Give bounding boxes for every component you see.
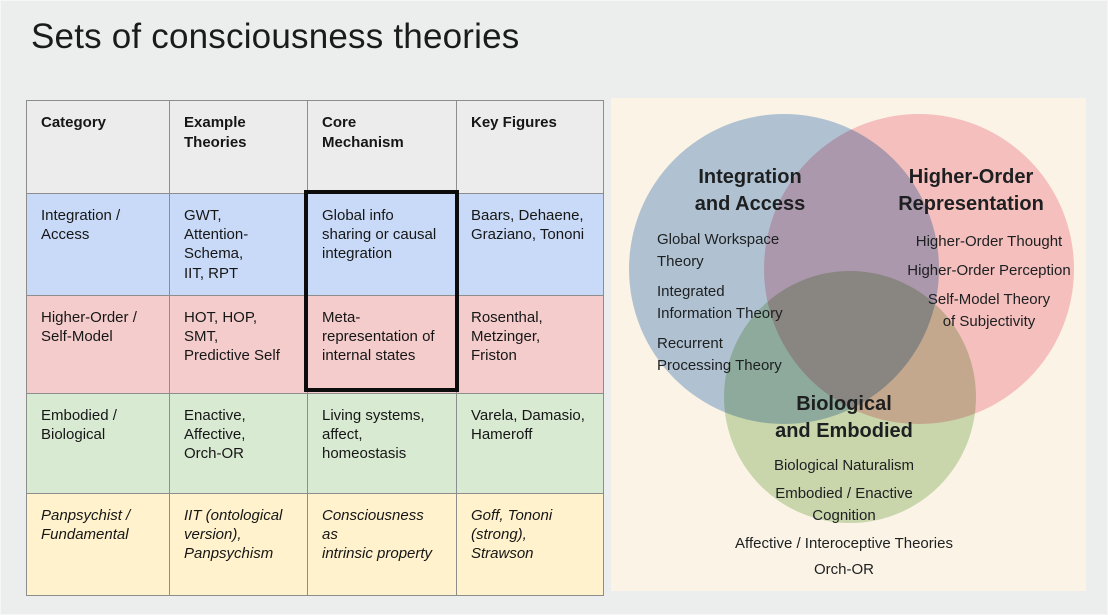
- header-key-figures: Key Figures: [456, 100, 604, 194]
- cell-theories: Enactive, Affective, Orch-OR: [169, 392, 308, 494]
- venn-footer-items: Affective / Interoceptive Theories Orch-…: [706, 533, 982, 581]
- cell-figures: Baars, Dehaene, Graziano, Tononi: [456, 193, 604, 296]
- venn-diagram: [611, 98, 1086, 591]
- venn-item: Affective / Interoceptive Theories: [735, 535, 953, 552]
- cell-category: Embodied / Biological: [26, 392, 170, 494]
- cell-figures: Rosenthal, Metzinger, Friston: [456, 294, 604, 394]
- venn-item: Global Workspace Theory: [657, 231, 780, 270]
- integration-access-title: Integration and Access: [694, 166, 806, 215]
- cell-category: Higher-Order / Self-Model: [26, 294, 170, 394]
- venn-item: Embodied / Enactive Cognition: [775, 485, 913, 524]
- venn-item: Self-Model Theory of Subjectivity: [927, 291, 1051, 330]
- cell-mechanism: Consciousness as intrinsic property: [307, 492, 457, 596]
- integration-access-items: Global Workspace Theory Integrated Infor…: [657, 229, 822, 377]
- cell-figures: Varela, Damasio, Hameroff: [456, 392, 604, 494]
- header-category: Category: [26, 100, 170, 194]
- venn-item: Higher-Order Thought: [915, 233, 1063, 250]
- biological-embodied-items: Biological Naturalism Embodied / Enactiv…: [739, 455, 949, 527]
- venn-item: Higher-Order Perception: [907, 262, 1071, 279]
- cell-mechanism: Global info sharing or causal integratio…: [307, 193, 457, 296]
- cell-category: Panpsychist / Fundamental: [26, 492, 170, 596]
- header-core-mechanism: Core Mechanism: [307, 100, 457, 194]
- cell-mechanism: Living systems, affect, homeostasis: [307, 392, 457, 494]
- higher-order-title: Higher-Order Representation: [898, 166, 1044, 215]
- header-example-theories: Example Theories: [169, 100, 308, 194]
- venn-item: Recurrent Processing Theory: [657, 335, 782, 374]
- table-row-panpsychist: Panpsychist / Fundamental IIT (ontologic…: [26, 492, 604, 596]
- biological-embodied-title: Biological and Embodied: [775, 393, 913, 442]
- cell-figures: Goff, Tononi (strong), Strawson: [456, 492, 604, 596]
- table-row-higher-order: Higher-Order / Self-Model HOT, HOP, SMT,…: [26, 294, 604, 394]
- slide-title: Sets of consciousness theories: [31, 17, 520, 56]
- biological-embodied-circle: [724, 271, 976, 523]
- table-header-row: Category Example Theories Core Mechanism…: [26, 100, 604, 194]
- venn-diagram-panel: Integration and Access Global Workspace …: [611, 98, 1086, 591]
- table-row-embodied-biological: Embodied / Biological Enactive, Affectiv…: [26, 392, 604, 494]
- cell-mechanism: Meta- representation of internal states: [307, 294, 457, 394]
- venn-item: Biological Naturalism: [773, 457, 915, 474]
- table-row-integration-access: Integration / Access GWT, Attention-Sche…: [26, 193, 604, 296]
- cell-theories: GWT, Attention-Schema, IIT, RPT: [169, 193, 308, 296]
- higher-order-items: Higher-Order Thought Higher-Order Percep…: [883, 231, 1095, 333]
- cell-theories: IIT (ontological version), Panpsychism: [169, 492, 308, 596]
- cell-category: Integration / Access: [26, 193, 170, 296]
- venn-item: Integrated Information Theory: [657, 283, 783, 322]
- consciousness-theories-table: Category Example Theories Core Mechanism…: [26, 100, 604, 596]
- cell-theories: HOT, HOP, SMT, Predictive Self: [169, 294, 308, 394]
- venn-item: Orch-OR: [814, 561, 874, 578]
